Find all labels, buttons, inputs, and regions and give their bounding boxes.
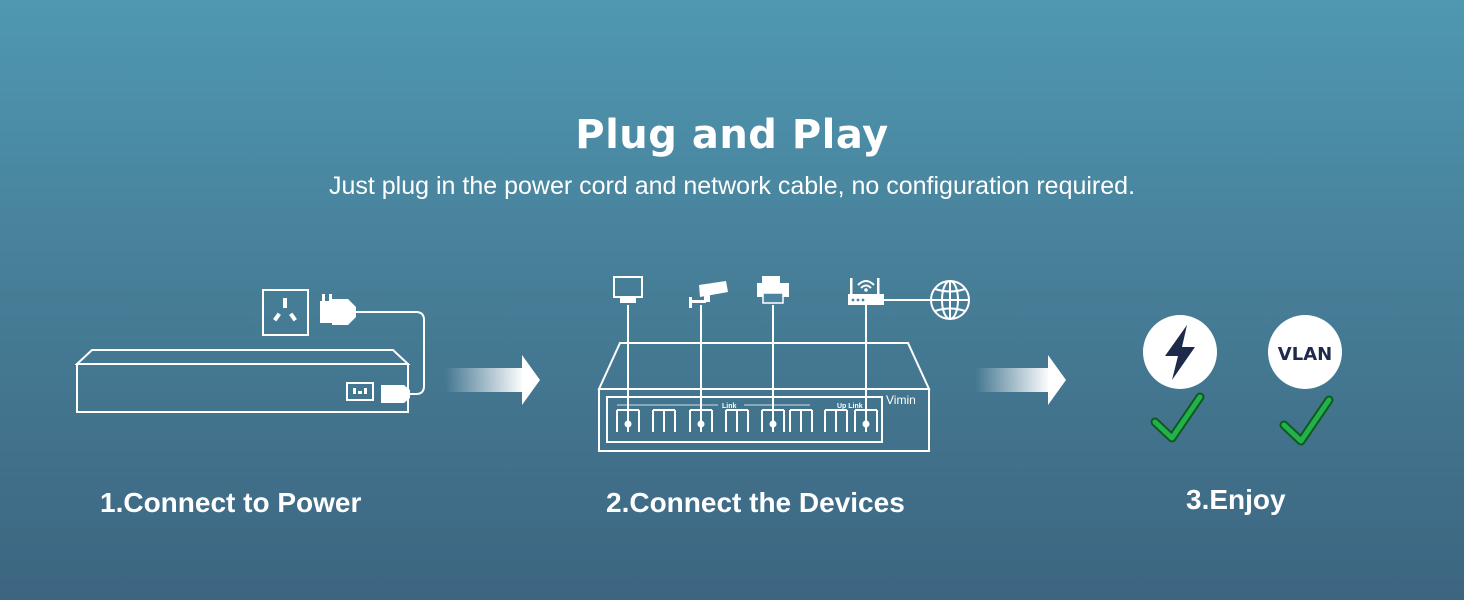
vlan-badge: VLAN [1268,315,1342,389]
power-cable [355,311,425,403]
router-icon [848,278,884,305]
monitor-icon [613,276,643,303]
device-cables [627,299,930,424]
globe-icon [930,280,970,320]
power-port-icon [346,382,374,401]
step-3-label: 3.Enjoy [1186,484,1286,515]
step-1-label: 1.Connect to Power [100,487,362,518]
arrow-right-icon [975,355,1066,405]
link-label: Link [722,403,736,410]
arrow-right-icon [445,355,540,405]
lightning-icon [1165,325,1195,380]
printer-icon [757,276,789,304]
page-title: Plug and Play [575,112,889,158]
checkmark-icon [1150,392,1205,443]
ethernet-port [652,409,676,432]
step-2-label: 2.Connect the Devices [606,487,905,518]
camera-icon [689,281,728,308]
cable-dots [624,420,870,428]
plug-icon [320,294,356,325]
ethernet-port [824,409,848,432]
uplink-label: Up Link [837,403,863,410]
ethernet-port [725,409,749,432]
power-socket-icon [262,289,309,336]
page-subtitle: Just plug in the power cord and network … [328,172,1136,200]
speed-badge [1143,315,1217,389]
switch-front-view: Vimin Link Up Link [597,342,931,452]
switch-side-view [74,349,411,413]
ethernet-port [789,409,813,432]
switch-brand-label: Vimin [886,393,916,407]
checkmark-icon [1279,395,1334,446]
vlan-label: VLAN [1278,344,1332,365]
